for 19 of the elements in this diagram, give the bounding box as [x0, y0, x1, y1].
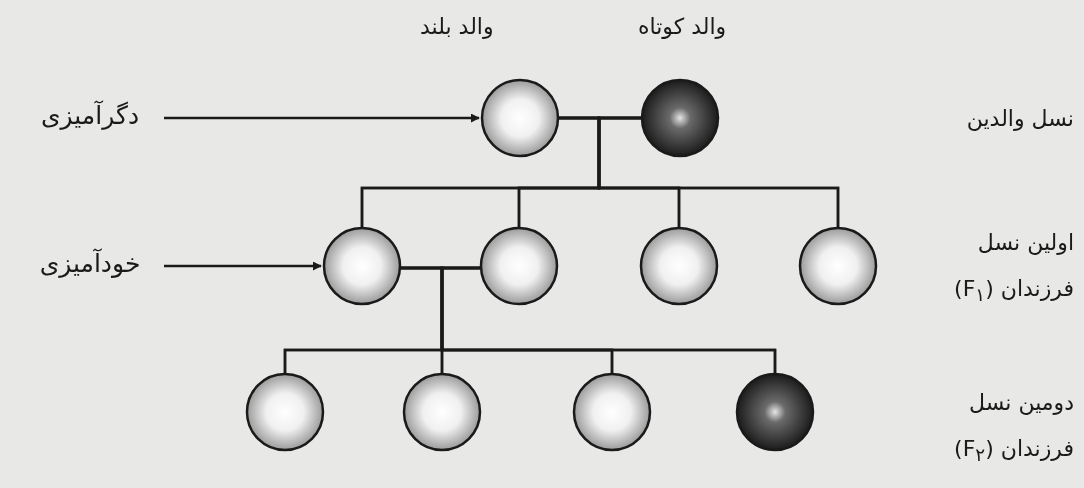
circle-symbol — [735, 372, 815, 452]
circle-symbol — [402, 372, 482, 452]
parent-label: والد بلند — [420, 14, 494, 39]
circle-symbol — [798, 226, 878, 306]
circle-symbol — [640, 78, 720, 158]
circle-symbol — [322, 226, 402, 306]
arrow — [164, 261, 322, 271]
generation-label: دومین نسل فرزندان (F$_{۲}$) — [953, 389, 1074, 468]
process-label: خودآمیزی — [20, 248, 160, 281]
circle-symbol — [639, 226, 719, 306]
arrow — [164, 113, 480, 123]
parent-label: والد کوتاه — [638, 14, 727, 39]
circle-symbol — [572, 372, 652, 452]
circle-symbol — [480, 78, 560, 158]
process-label: دگرآمیزی — [20, 100, 160, 133]
circle-symbol — [245, 372, 325, 452]
generation-label: اولین نسل فرزندان (F$_{۱}$) — [953, 229, 1074, 308]
circle-symbol — [479, 226, 559, 306]
generation-label: نسل والدین — [965, 105, 1074, 133]
